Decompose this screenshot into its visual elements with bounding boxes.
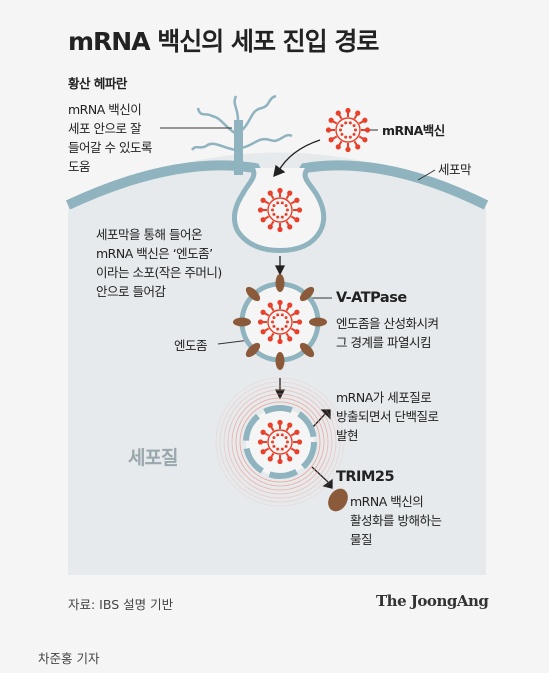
- endosome-desc: 세포막을 통해 들어온 mRNA 백신은 ‘엔도좀’ 이라는 소포(작은 주머니…: [96, 227, 222, 299]
- vatpase-desc: 엔도좀을 산성화시켜 그 경계를 파열시킴: [336, 316, 439, 350]
- reporter-credit: 차준홍 기자: [38, 651, 100, 666]
- heparan-title: 황산 헤파란: [68, 76, 127, 91]
- vaccine-particle-released: [257, 419, 303, 465]
- release-desc: mRNA가 세포질로 방출되면서 단백질로 발현: [336, 390, 439, 443]
- brand-logo: The JoongAng: [376, 592, 489, 610]
- membrane-label: 세포막: [438, 162, 472, 177]
- release-glow: [215, 377, 345, 507]
- trim25-title: TRIM25: [336, 469, 395, 485]
- source-note: 자료: IBS 설명 기반: [68, 597, 174, 612]
- vaccine-label: mRNA백신: [382, 123, 445, 138]
- trim25-blob: [328, 488, 348, 512]
- endosome-label: 엔도좀: [174, 338, 208, 353]
- vatpase-title: V-ATPase: [336, 290, 407, 306]
- trim25-desc: mRNA 백신의 활성화를 방해하는 물질: [350, 494, 442, 547]
- page-title: mRNA 백신의 세포 진입 경로: [68, 27, 379, 56]
- vaccine-particle-endosome: [257, 299, 303, 345]
- heparan-desc: mRNA 백신이 세포 안으로 잘 들어갈 수 있도록 도움: [68, 102, 152, 174]
- vaccine-particle-outside: [325, 107, 371, 153]
- vatpase-markers: [233, 274, 327, 370]
- cytoplasm-label: 세포질: [128, 447, 178, 469]
- ruptured-endosome: [243, 405, 317, 479]
- vaccine-particle-entering: [257, 187, 303, 233]
